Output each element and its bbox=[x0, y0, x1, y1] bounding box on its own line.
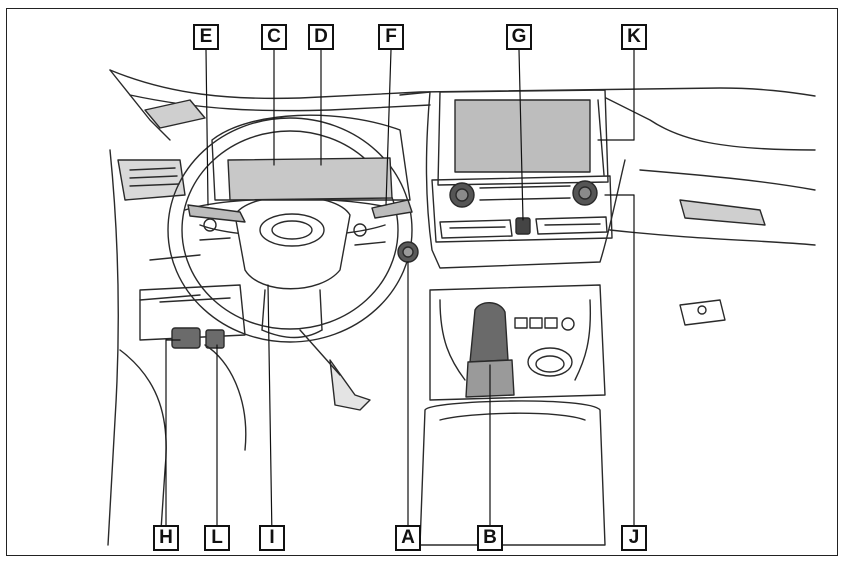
callout-b: B bbox=[477, 525, 503, 551]
center-console bbox=[420, 285, 605, 545]
callout-k: K bbox=[621, 24, 647, 50]
armrest bbox=[420, 401, 605, 545]
door-trim bbox=[140, 255, 200, 300]
right-stalk bbox=[372, 200, 412, 218]
callout-h: H bbox=[153, 525, 179, 551]
multimedia-screen bbox=[455, 100, 590, 172]
left-stalk bbox=[188, 205, 245, 222]
brake-pedal bbox=[300, 330, 370, 410]
callout-e: E bbox=[193, 24, 219, 50]
callout-l: L bbox=[204, 525, 230, 551]
engine-switch bbox=[398, 242, 418, 262]
right-vent bbox=[680, 200, 765, 225]
callout-g: G bbox=[506, 24, 532, 50]
callout-d: D bbox=[308, 24, 334, 50]
door-edge bbox=[108, 150, 118, 545]
instrument-cluster bbox=[228, 158, 392, 200]
right-button bbox=[680, 300, 725, 325]
driver-leg-outline bbox=[120, 350, 166, 545]
switch-l-shape bbox=[206, 330, 224, 348]
callout-a: A bbox=[395, 525, 421, 551]
driver-leg-outline-2 bbox=[205, 345, 246, 450]
dashboard-contour-2 bbox=[640, 170, 815, 190]
callout-j: J bbox=[621, 525, 647, 551]
dashboard-contour bbox=[600, 95, 815, 150]
callout-f: F bbox=[378, 24, 404, 50]
callout-i: I bbox=[259, 525, 285, 551]
lower-left-panel bbox=[140, 285, 245, 348]
dashboard-contour-3 bbox=[610, 230, 815, 245]
callout-c: C bbox=[261, 24, 287, 50]
center-stack bbox=[400, 90, 625, 268]
switch-h-shape bbox=[172, 328, 200, 348]
shift-lever bbox=[470, 303, 508, 362]
steering-wheel bbox=[168, 118, 412, 342]
